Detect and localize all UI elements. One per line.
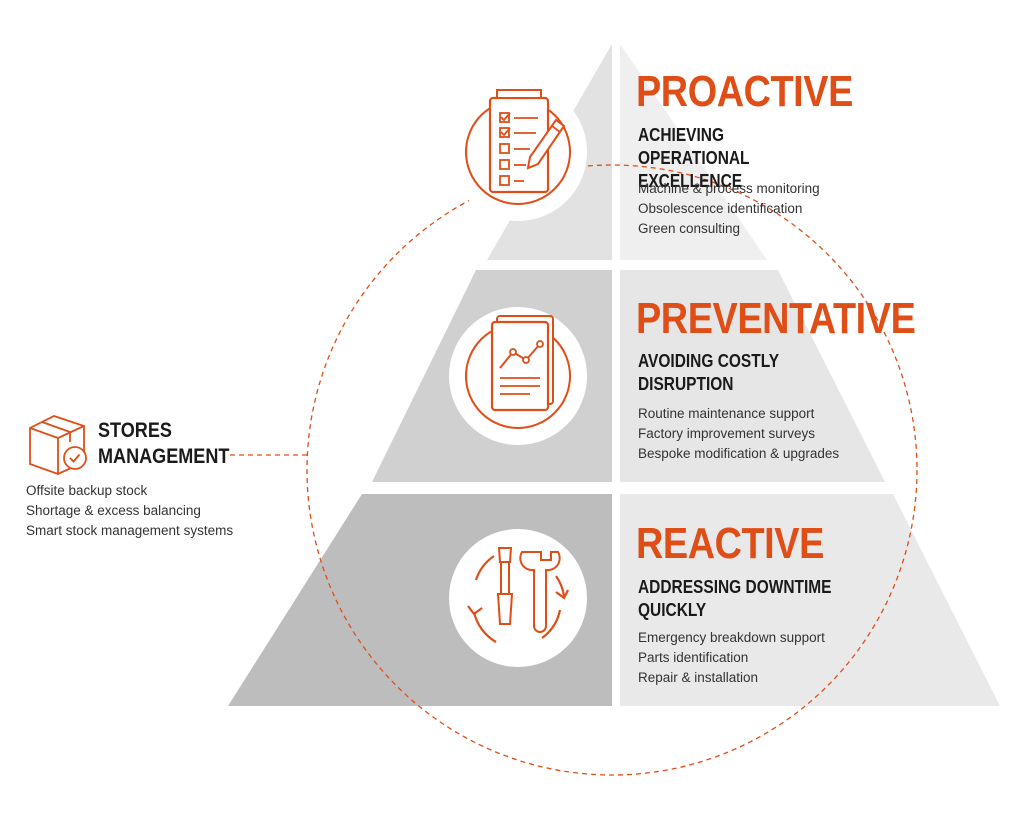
tier-title: REACTIVE <box>636 519 824 568</box>
stores-title: STORES MANAGEMENT <box>98 419 230 468</box>
tier-item: Green consulting <box>638 221 741 236</box>
tier-subtitle: AVOIDING COSTLY DISRUPTION <box>638 351 779 394</box>
tier-item: Repair & installation <box>638 670 759 685</box>
tier-subtitle: ACHIEVING OPERATIONAL EXCELLENCE <box>638 125 750 191</box>
tools-cycle-icon <box>449 529 587 667</box>
pyramid-top-right <box>620 44 767 260</box>
tier-items: Emergency breakdown support Parts identi… <box>638 628 825 688</box>
dashed-cycle-ring <box>306 164 918 776</box>
stores-item: Smart stock management systems <box>26 523 234 538</box>
stores-item: Offsite backup stock <box>26 483 148 498</box>
pyramid-bottom-right <box>620 494 1000 706</box>
stores-items: Offsite backup stock Shortage & excess b… <box>26 481 233 541</box>
tier-title: PREVENTATIVE <box>636 294 916 343</box>
stores-item: Shortage & excess balancing <box>26 503 201 518</box>
tier-item: Emergency breakdown support <box>638 630 825 645</box>
checklist-pencil-icon <box>449 83 587 221</box>
tier-item: Bespoke modification & upgrades <box>638 446 840 461</box>
tier-item: Factory improvement surveys <box>638 426 816 441</box>
tier-title: PROACTIVE <box>636 67 853 116</box>
tier-item: Machine & process monitoring <box>638 181 820 196</box>
tier-items: Machine & process monitoring Obsolescenc… <box>638 179 820 239</box>
tier-item: Parts identification <box>638 650 749 665</box>
tier-items: Routine maintenance support Factory impr… <box>638 404 839 464</box>
report-chart-icon <box>449 307 587 445</box>
box-check-icon <box>29 415 87 475</box>
pyramid-middle-right <box>620 270 885 482</box>
tier-item: Obsolescence identification <box>638 201 803 216</box>
tier-item: Routine maintenance support <box>638 406 815 421</box>
tier-subtitle: ADDRESSING DOWNTIME QUICKLY <box>638 577 832 620</box>
